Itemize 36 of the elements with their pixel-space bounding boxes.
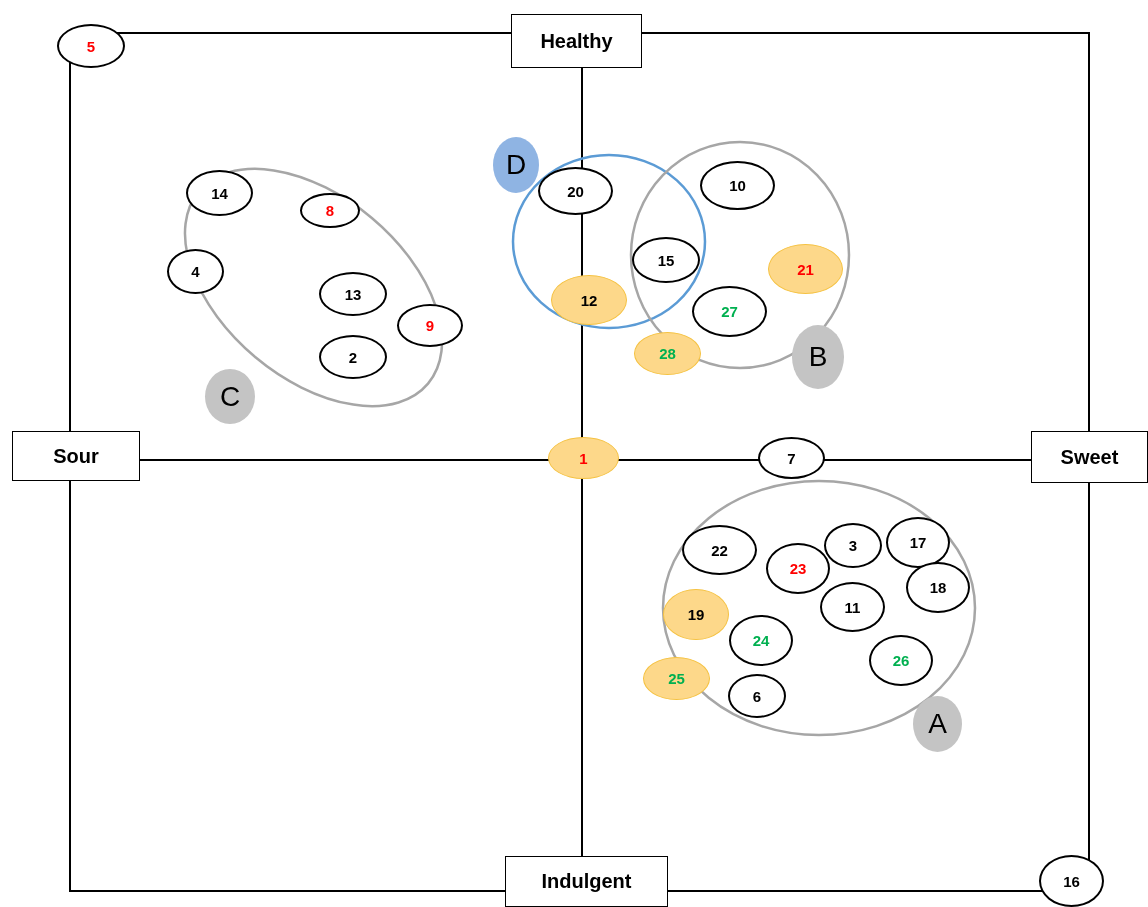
product-marker: 15 — [632, 237, 700, 283]
product-marker: 22 — [682, 525, 757, 575]
group-marker: A — [913, 696, 962, 752]
product-marker: 11 — [820, 582, 885, 632]
product-marker: 20 — [538, 167, 613, 215]
product-marker: 28 — [634, 332, 701, 375]
product-marker: 18 — [906, 562, 970, 613]
product-marker: 24 — [729, 615, 793, 666]
axis-label: Sour — [12, 431, 140, 481]
product-marker: 2 — [319, 335, 387, 379]
product-marker: 10 — [700, 161, 775, 210]
product-marker: 19 — [663, 589, 729, 640]
axis-label: Sweet — [1031, 431, 1148, 483]
axis-label: Indulgent — [505, 856, 668, 907]
product-marker: 8 — [300, 193, 360, 228]
product-marker: 6 — [728, 674, 786, 718]
product-marker: 1 — [548, 437, 619, 479]
product-marker: 26 — [869, 635, 933, 686]
product-marker: 14 — [186, 170, 253, 216]
product-marker: 5 — [57, 24, 125, 68]
axis-label: Healthy — [511, 14, 642, 68]
product-marker: 9 — [397, 304, 463, 347]
product-marker: 23 — [766, 543, 830, 594]
product-marker: 16 — [1039, 855, 1104, 907]
product-marker: 21 — [768, 244, 843, 294]
product-marker: 25 — [643, 657, 710, 700]
group-marker: D — [493, 137, 539, 193]
product-marker: 7 — [758, 437, 825, 479]
product-marker: 13 — [319, 272, 387, 316]
product-marker: 27 — [692, 286, 767, 337]
group-marker: C — [205, 369, 255, 424]
group-marker: B — [792, 325, 844, 389]
product-marker: 4 — [167, 249, 224, 294]
product-marker: 3 — [824, 523, 882, 568]
product-marker: 12 — [551, 275, 627, 325]
product-marker: 17 — [886, 517, 950, 568]
